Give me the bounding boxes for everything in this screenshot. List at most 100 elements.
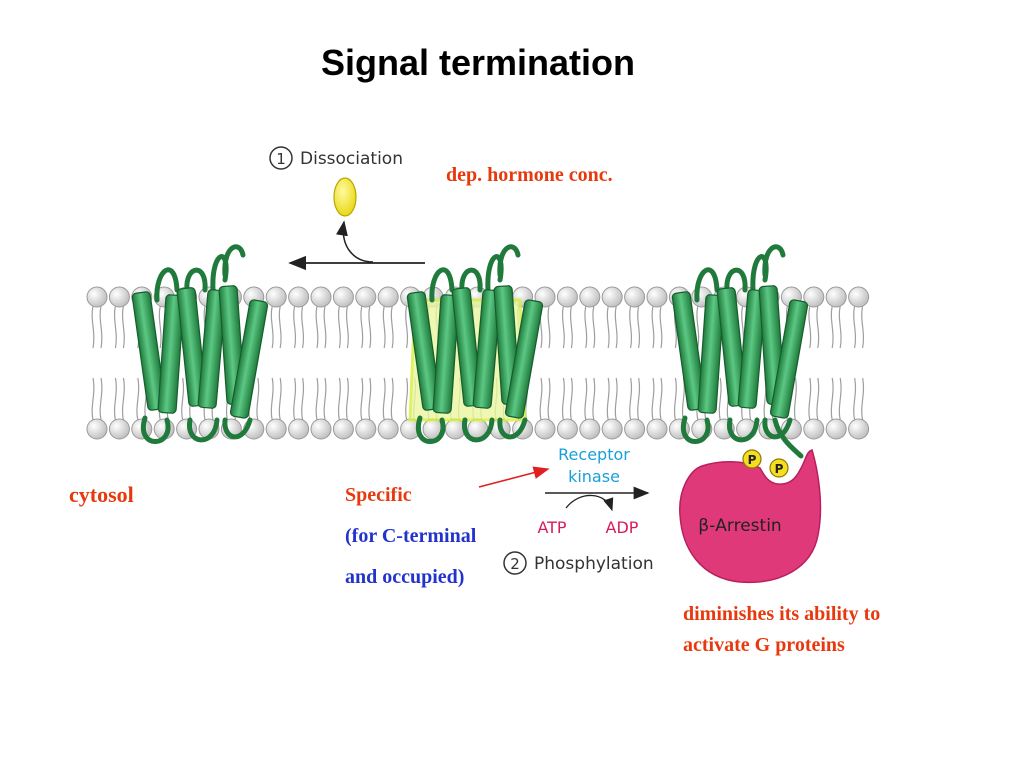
lipid-tail	[853, 305, 857, 349]
lipid-tail	[718, 377, 722, 421]
lipid-tail	[592, 305, 596, 349]
lipid-head	[579, 286, 601, 308]
lipid-head	[332, 418, 354, 440]
extracellular-loop	[459, 267, 483, 293]
lipid-tail	[278, 377, 282, 421]
intracellular-loop	[415, 415, 446, 444]
phosphate-groups: P P	[742, 449, 789, 478]
lipid-head	[534, 418, 556, 440]
lipid-tail	[315, 305, 319, 349]
lipid-tail	[405, 377, 409, 421]
intracellular-loop	[680, 415, 711, 444]
receptor-unbound	[131, 244, 269, 444]
extracellular-loop	[184, 267, 208, 293]
lipid-tail	[861, 305, 865, 349]
lipid-tail	[113, 305, 117, 349]
lipid-tail	[816, 305, 820, 349]
receptor-occupied	[406, 244, 544, 444]
lipid-tail	[793, 377, 797, 421]
lipid-head	[288, 418, 310, 440]
receptor-kinase-line1: Receptor	[558, 445, 630, 464]
c-terminal-tail	[772, 417, 804, 459]
lipid-tail	[323, 305, 327, 349]
lipid-tail	[113, 377, 117, 421]
lipid-tail	[270, 305, 274, 349]
lipid-tail	[181, 377, 185, 421]
extracellular-loop	[497, 244, 521, 278]
phosphate-1-label: P	[748, 453, 757, 467]
transmembrane-helix	[504, 299, 544, 419]
dissociation-step: 1 Dissociation	[269, 146, 425, 271]
intracellular-loop	[762, 417, 793, 440]
released-hormone-ligand	[333, 177, 357, 217]
lipid-tail	[659, 305, 663, 349]
lipid-tail	[539, 377, 543, 421]
phosphate-2	[769, 458, 789, 478]
lipid-tail	[637, 377, 641, 421]
lipid-head	[265, 286, 287, 308]
lipid-head	[86, 418, 108, 440]
lipid-head	[803, 286, 825, 308]
lipid-tail	[405, 305, 409, 349]
lipid-head	[310, 418, 332, 440]
lipid-head	[355, 286, 377, 308]
lipid-head	[310, 286, 332, 308]
occupied-annotation: and occupied)	[345, 566, 465, 588]
lipid-head	[86, 286, 108, 308]
intracellular-loop	[497, 417, 528, 440]
lipid-head	[601, 418, 623, 440]
lipid-tail	[853, 377, 857, 421]
phosphylation-step: Receptor kinase ATP ADP 2 Phosphylation	[478, 445, 654, 575]
lipid-tail	[816, 377, 820, 421]
dissociation-label: Dissociation	[300, 149, 403, 169]
release-arrow	[336, 220, 374, 263]
phosphate-1	[742, 449, 762, 469]
lipid-tail	[629, 377, 633, 421]
c-terminal-annotation: (for C-terminal	[345, 525, 477, 547]
lipid-tail	[382, 305, 386, 349]
transmembrane-helix	[131, 291, 167, 411]
lipid-tail	[293, 305, 297, 349]
lipid-tail	[360, 377, 364, 421]
step-1-number: 1	[276, 150, 286, 168]
transmembrane-helix	[716, 287, 748, 407]
hormone-annotation: dep. hormone conc.	[446, 164, 613, 186]
lipid-tail	[838, 377, 842, 421]
lipid-tail	[323, 377, 327, 421]
lipid-tail	[345, 377, 349, 421]
lipid-tail	[830, 305, 834, 349]
lipid-tail	[561, 305, 565, 349]
transmembrane-helix	[737, 289, 767, 409]
lipid-head	[265, 418, 287, 440]
atp-adp-curve-arrow	[565, 494, 614, 512]
lipid-tail	[606, 305, 610, 349]
lipid-tail	[614, 377, 618, 421]
atp-label: ATP	[537, 518, 566, 537]
lipid-tail	[301, 305, 305, 349]
extracellular-loop	[222, 244, 246, 278]
lipid-tail	[293, 377, 297, 421]
lipid-tail	[629, 305, 633, 349]
extracellular-loop	[154, 267, 180, 303]
lipid-head	[624, 286, 646, 308]
transmembrane-helix	[671, 291, 707, 411]
lipid-tail	[838, 305, 842, 349]
lipid-tail	[91, 377, 95, 421]
lipid-head	[601, 286, 623, 308]
lipid-head	[288, 286, 310, 308]
lipid-tail	[651, 377, 655, 421]
lipid-tail	[569, 305, 573, 349]
adp-label: ADP	[606, 518, 639, 537]
extracellular-loop	[429, 267, 455, 303]
lipid-tail	[651, 305, 655, 349]
lipid-head	[825, 286, 847, 308]
step-2-circle	[503, 551, 527, 575]
lipid-tail	[637, 305, 641, 349]
intracellular-loop	[726, 417, 760, 443]
effect-annotation-line2: activate G proteins	[683, 634, 845, 656]
lipid-head	[624, 418, 646, 440]
intracellular-loop	[222, 417, 253, 440]
specific-annotation: Specific	[345, 484, 412, 506]
lipid-tail	[301, 377, 305, 421]
